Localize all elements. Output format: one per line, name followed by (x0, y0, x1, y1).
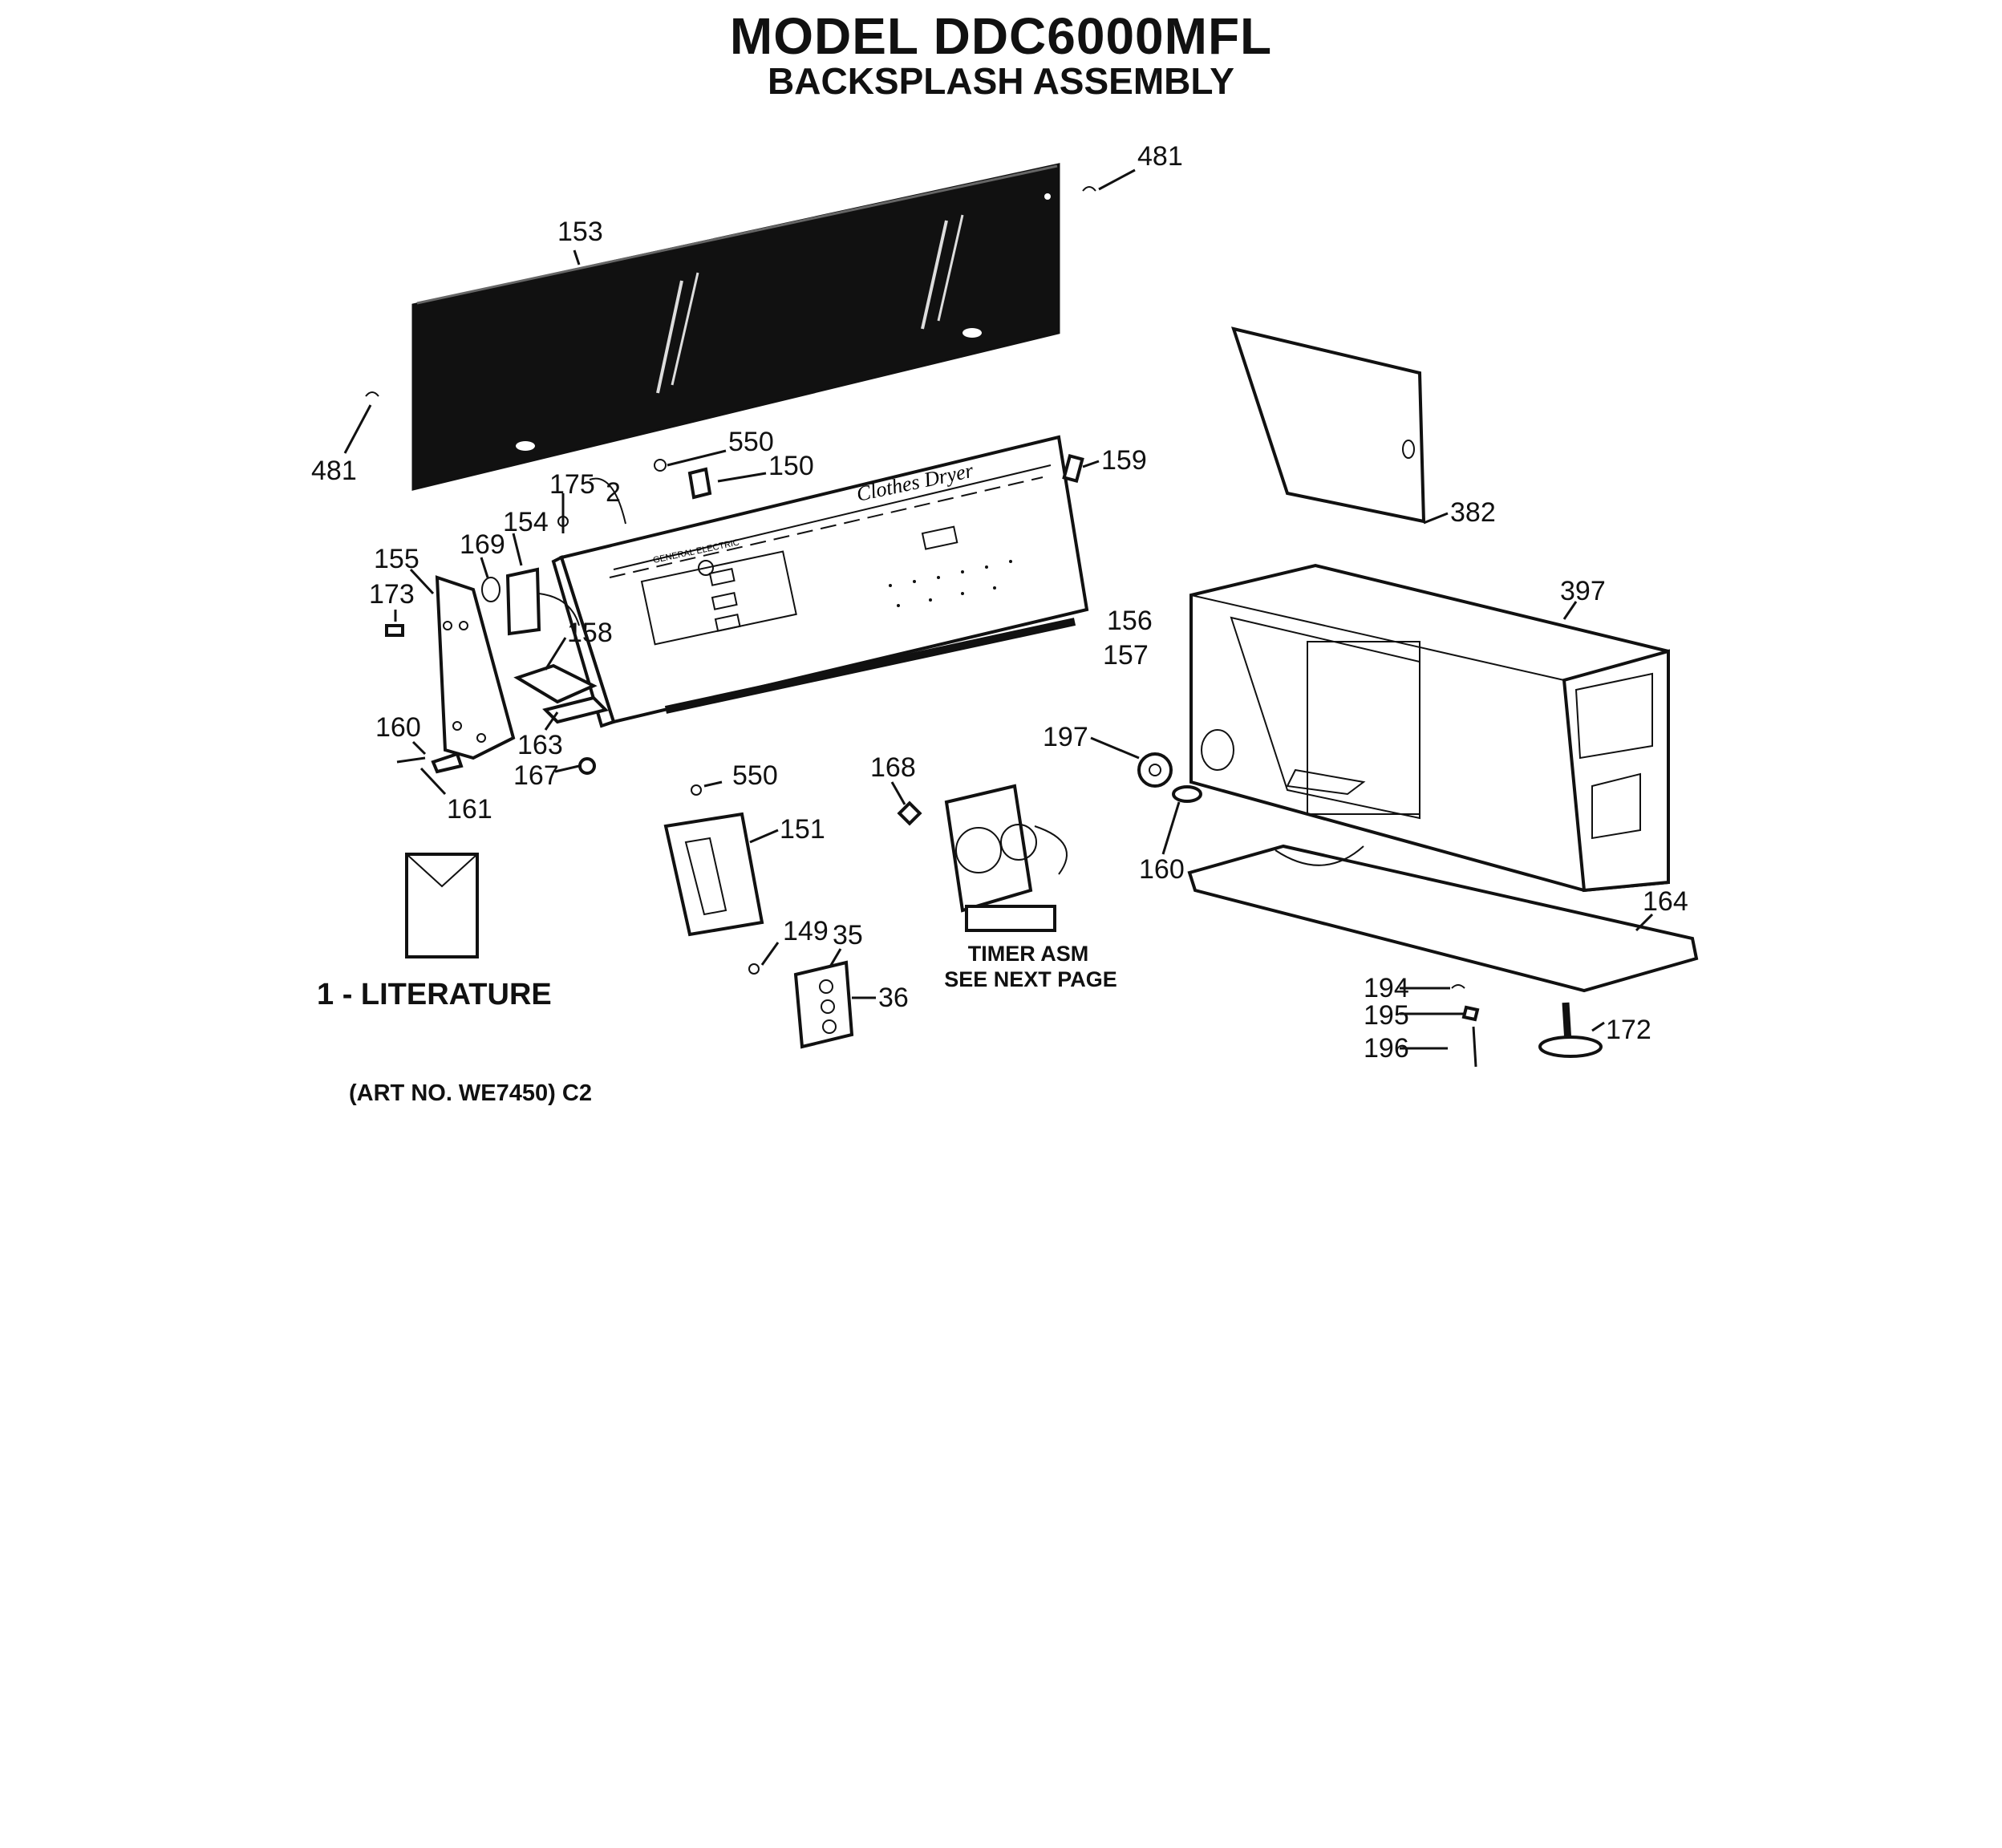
callout-550-lower: 550 (732, 760, 778, 791)
callout-168: 168 (870, 752, 916, 783)
model-title: MODEL DDC6000MFL (729, 7, 1273, 65)
control-panel-2: GENERAL ELECTRIC Clothes Dryer (551, 435, 1089, 728)
callout-173: 173 (369, 579, 415, 610)
callout-151: 151 (780, 814, 825, 845)
literature-envelope-icon (405, 853, 479, 958)
timer-note-line1: TIMER ASM (968, 942, 1089, 966)
bracket-154 (505, 533, 580, 636)
clip-160-right (1161, 785, 1202, 855)
leveling-leg-172 (1538, 1002, 1605, 1058)
screw-173 (385, 610, 404, 637)
callout-196: 196 (1364, 1033, 1409, 1064)
art-number: (ART NO. WE7450) C2 (349, 1080, 592, 1106)
screw-167 (554, 757, 596, 775)
callout-157: 157 (1103, 640, 1149, 671)
callout-159: 159 (1101, 445, 1147, 476)
glass-panel-153 (411, 163, 1060, 491)
clip-159 (1062, 453, 1100, 484)
fastener-194 (1400, 984, 1465, 990)
screw-550-top (654, 449, 727, 472)
screw-168 (890, 781, 922, 826)
fastener-195 (1400, 1005, 1480, 1022)
callout-194: 194 (1364, 973, 1409, 1003)
assembly-subtitle: BACKSPLASH ASSEMBLY (768, 60, 1234, 102)
cover-382 (1230, 326, 1449, 525)
callout-158: 158 (567, 618, 613, 648)
callout-149: 149 (783, 916, 829, 946)
callout-550-top: 550 (728, 427, 774, 457)
bracket-163 (542, 695, 609, 731)
callout-164: 164 (1643, 886, 1688, 917)
callout-36: 36 (878, 983, 909, 1013)
grommet-169 (480, 557, 500, 602)
callout-2: 2 (606, 477, 621, 508)
screw-481-left (343, 391, 379, 454)
callout-175: 175 (549, 469, 595, 500)
callout-169: 169 (460, 529, 505, 560)
screw-160-left (396, 740, 427, 764)
clip-161 (419, 752, 464, 796)
base-plate-164 (1187, 844, 1699, 993)
callout-161: 161 (447, 794, 492, 825)
timer-assembly (944, 784, 1068, 932)
bracket-150 (687, 467, 767, 500)
callout-156: 156 (1107, 606, 1153, 636)
callout-172: 172 (1606, 1015, 1651, 1045)
callout-481-top: 481 (1137, 141, 1183, 172)
callout-35: 35 (833, 920, 863, 950)
fastener-196 (1400, 1026, 1477, 1068)
screw-175 (557, 493, 569, 533)
callout-481-left: 481 (311, 456, 357, 486)
callout-160-left: 160 (375, 712, 421, 743)
end-plate-155 (409, 568, 516, 760)
screw-481-right (1082, 168, 1136, 192)
callout-197: 197 (1043, 722, 1088, 752)
screw-550-lower (691, 780, 723, 796)
literature-label: 1 - LITERATURE (317, 978, 552, 1011)
leader-2 (589, 477, 626, 525)
callout-154: 154 (503, 507, 549, 537)
screw-149 (748, 942, 780, 975)
callout-153: 153 (557, 217, 603, 247)
callout-155: 155 (374, 544, 419, 574)
callout-160-right: 160 (1139, 854, 1185, 885)
callout-397: 397 (1560, 576, 1606, 606)
callout-195: 195 (1364, 1000, 1409, 1031)
cabinet-397 (1189, 563, 1670, 893)
plate-151 (663, 812, 779, 937)
callout-382: 382 (1450, 497, 1496, 528)
callout-150: 150 (768, 451, 814, 481)
timer-note-line2: SEE NEXT PAGE (944, 967, 1117, 991)
leader-153 (573, 249, 581, 265)
switch-35 (793, 948, 854, 1049)
callout-167: 167 (513, 760, 559, 791)
bracket-158 (513, 637, 598, 704)
callout-163: 163 (517, 730, 563, 760)
knob-197 (1090, 736, 1173, 788)
